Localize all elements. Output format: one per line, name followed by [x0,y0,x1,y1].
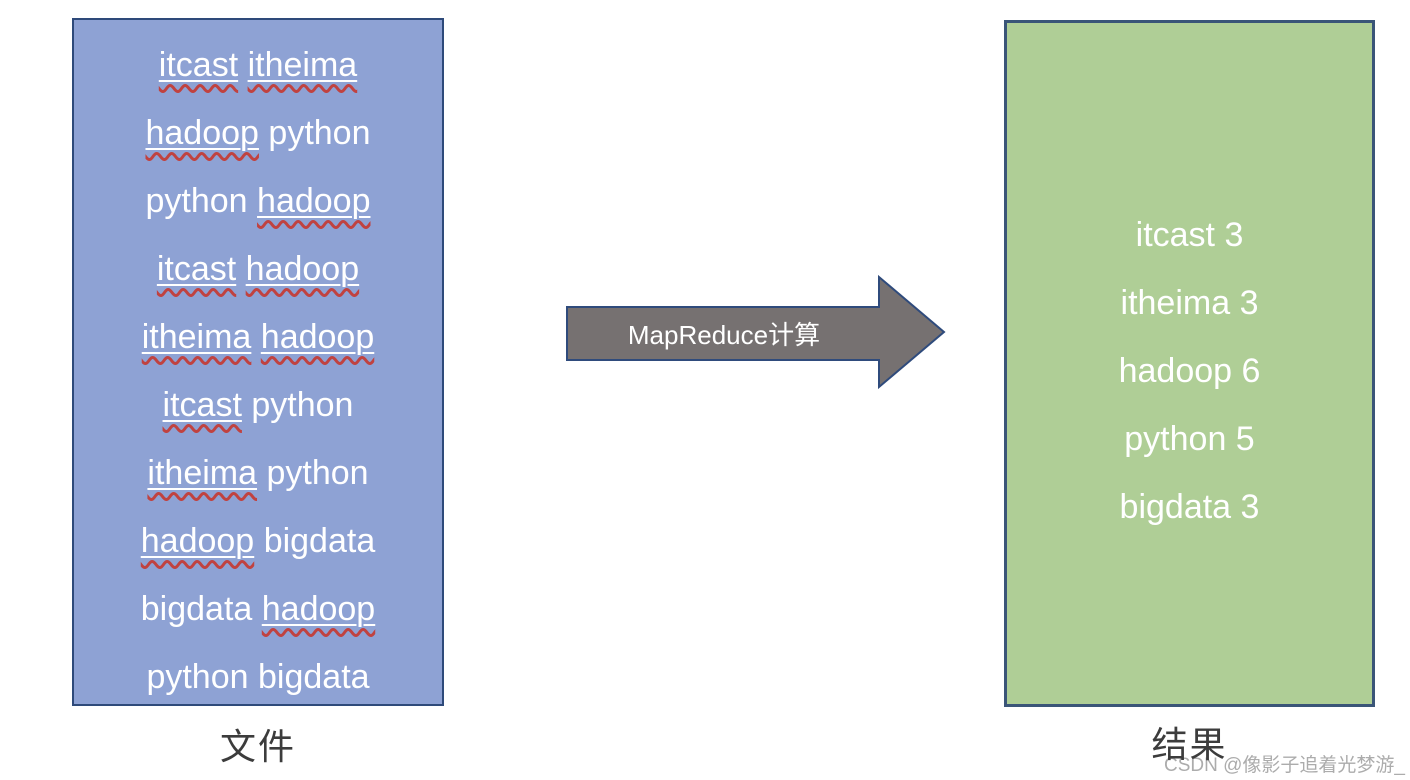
source-word: python [266,454,369,492]
source-word: itheima [141,318,252,356]
source-text-line: bigdata hadoop [74,575,442,643]
source-word: python [251,386,354,424]
source-word: hadoop [257,182,371,220]
source-word: python [146,658,249,696]
csdn-watermark: CSDN @像影子追着光梦游_ [1164,755,1405,776]
result-box-lines: itcast 3 itheima 3 hadoop 6 python 5 bigdata… [1007,201,1372,541]
source-text-line: hadoop python [74,99,442,167]
source-word: itcast [156,250,237,288]
arrow-shape [566,274,946,390]
source-word: bigdata [140,590,253,628]
source-text-line: itcast hadoop [74,235,442,303]
result-text-line: itcast 3 [1135,216,1244,254]
source-word: python [145,182,248,220]
source-word: itheima [147,454,258,492]
source-caption: 文件 [219,726,296,767]
source-word: bigdata [263,522,376,560]
result-text-line: itheima 3 [1120,284,1259,322]
source-word: hadoop [260,318,375,356]
source-text-line: python hadoop [74,167,442,235]
source-word: hadoop [145,114,259,152]
source-word: hadoop [245,250,360,288]
result-box: itcast 3 itheima 3 hadoop 6 python 5 bigdata… [1004,20,1375,707]
source-text-line: python bigdata [74,643,442,711]
source-text-line: itheima hadoop [74,303,442,371]
result-caption: 结果 [1151,724,1228,765]
arrow-label: MapReduce计算 [627,320,821,350]
source-word: itcast [162,386,242,424]
source-text-line: hadoop bigdata [74,507,442,575]
result-text-line: python 5 [1124,420,1255,458]
source-text-line: itcast itheima [74,31,442,99]
source-word: itcast [158,46,239,84]
source-text-line: itcast python [74,371,442,439]
source-word: bigdata [258,658,370,696]
source-word: python [268,114,371,152]
source-word: hadoop [261,590,376,628]
source-text-line: itheima python [74,439,442,507]
source-word: itheima [247,46,358,84]
mapreduce-arrow [566,274,946,390]
result-text-line: hadoop 6 [1118,352,1261,390]
result-text-line: bigdata 3 [1119,488,1260,526]
source-word: hadoop [140,522,255,560]
